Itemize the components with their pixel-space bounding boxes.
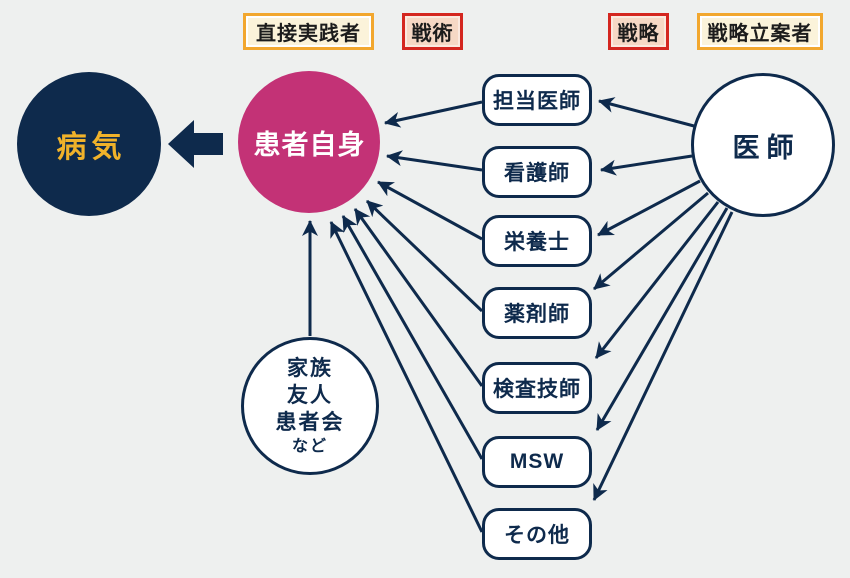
family-label-line1: 家族 <box>287 356 333 380</box>
disease-node: 病気 <box>17 72 161 216</box>
arrow-doctor-to-attending <box>598 97 695 128</box>
arrow-doctor-to-lab-technician <box>594 201 720 359</box>
arrow-nurse-to-patient <box>386 150 483 172</box>
legend-tactics-label: 戦術 <box>411 23 454 45</box>
legend-direct-practitioner: 直接実践者 <box>243 13 374 50</box>
staff-label: MSW <box>509 450 565 473</box>
legend-tactics: 戦術 <box>402 13 463 50</box>
arrow-nutritionist-to-patient <box>377 180 483 241</box>
family-label-line3: 患者会 <box>275 410 345 434</box>
staff-label: 担当医師 <box>493 90 581 113</box>
legend-strategy-label: 戦略 <box>617 23 660 45</box>
doctor-label: 医師 <box>732 132 801 163</box>
staff-label: 栄養士 <box>504 231 570 254</box>
staff-label: 薬剤師 <box>504 303 570 326</box>
legend-direct-practitioner-label: 直接実践者 <box>256 23 361 45</box>
legend-strategy-planner-label: 戦略立案者 <box>707 23 813 45</box>
arrow-lab-technician-to-patient <box>353 208 484 387</box>
patient-node: 患者自身 <box>238 71 380 213</box>
staff-label: その他 <box>504 524 570 547</box>
arrow-doctor-to-nutritionist <box>597 179 701 237</box>
family-label-line2: 友人 <box>287 383 333 407</box>
legend-strategy: 戦略 <box>608 13 669 50</box>
staff-box-nutritionist: 栄養士 <box>482 215 592 267</box>
arrow-doctor-to-nurse <box>600 154 693 176</box>
arrow-attending-to-patient <box>384 100 483 128</box>
patient-label: 患者自身 <box>253 129 366 160</box>
staff-box-lab-technician: 検査技師 <box>482 362 592 414</box>
staff-box-attending-doctor: 担当医師 <box>482 74 592 126</box>
arrow-pharmacist-to-patient <box>365 199 484 313</box>
staff-box-other: その他 <box>482 508 592 560</box>
arrow-doctor-to-other <box>592 211 734 501</box>
doctor-node: 医師 <box>691 73 835 217</box>
staff-label: 看護師 <box>504 162 570 185</box>
disease-label: 病気 <box>56 131 127 164</box>
legend-strategy-planner: 戦略立案者 <box>697 13 823 50</box>
family-label-line4: など <box>291 437 328 455</box>
arrow-doctor-to-msw <box>595 207 729 431</box>
family-node: 家族 友人 患者会 など <box>241 337 379 475</box>
staff-box-pharmacist: 薬剤師 <box>482 287 592 339</box>
arrow-doctor-to-pharmacist <box>593 191 709 291</box>
staff-box-msw: MSW <box>482 436 592 488</box>
arrow-other-to-patient <box>329 221 484 533</box>
arrow-msw-to-patient <box>341 215 484 460</box>
staff-box-nurse: 看護師 <box>482 146 592 198</box>
staff-label: 検査技師 <box>493 378 581 401</box>
patient-to-disease-arrow-icon <box>168 120 223 168</box>
